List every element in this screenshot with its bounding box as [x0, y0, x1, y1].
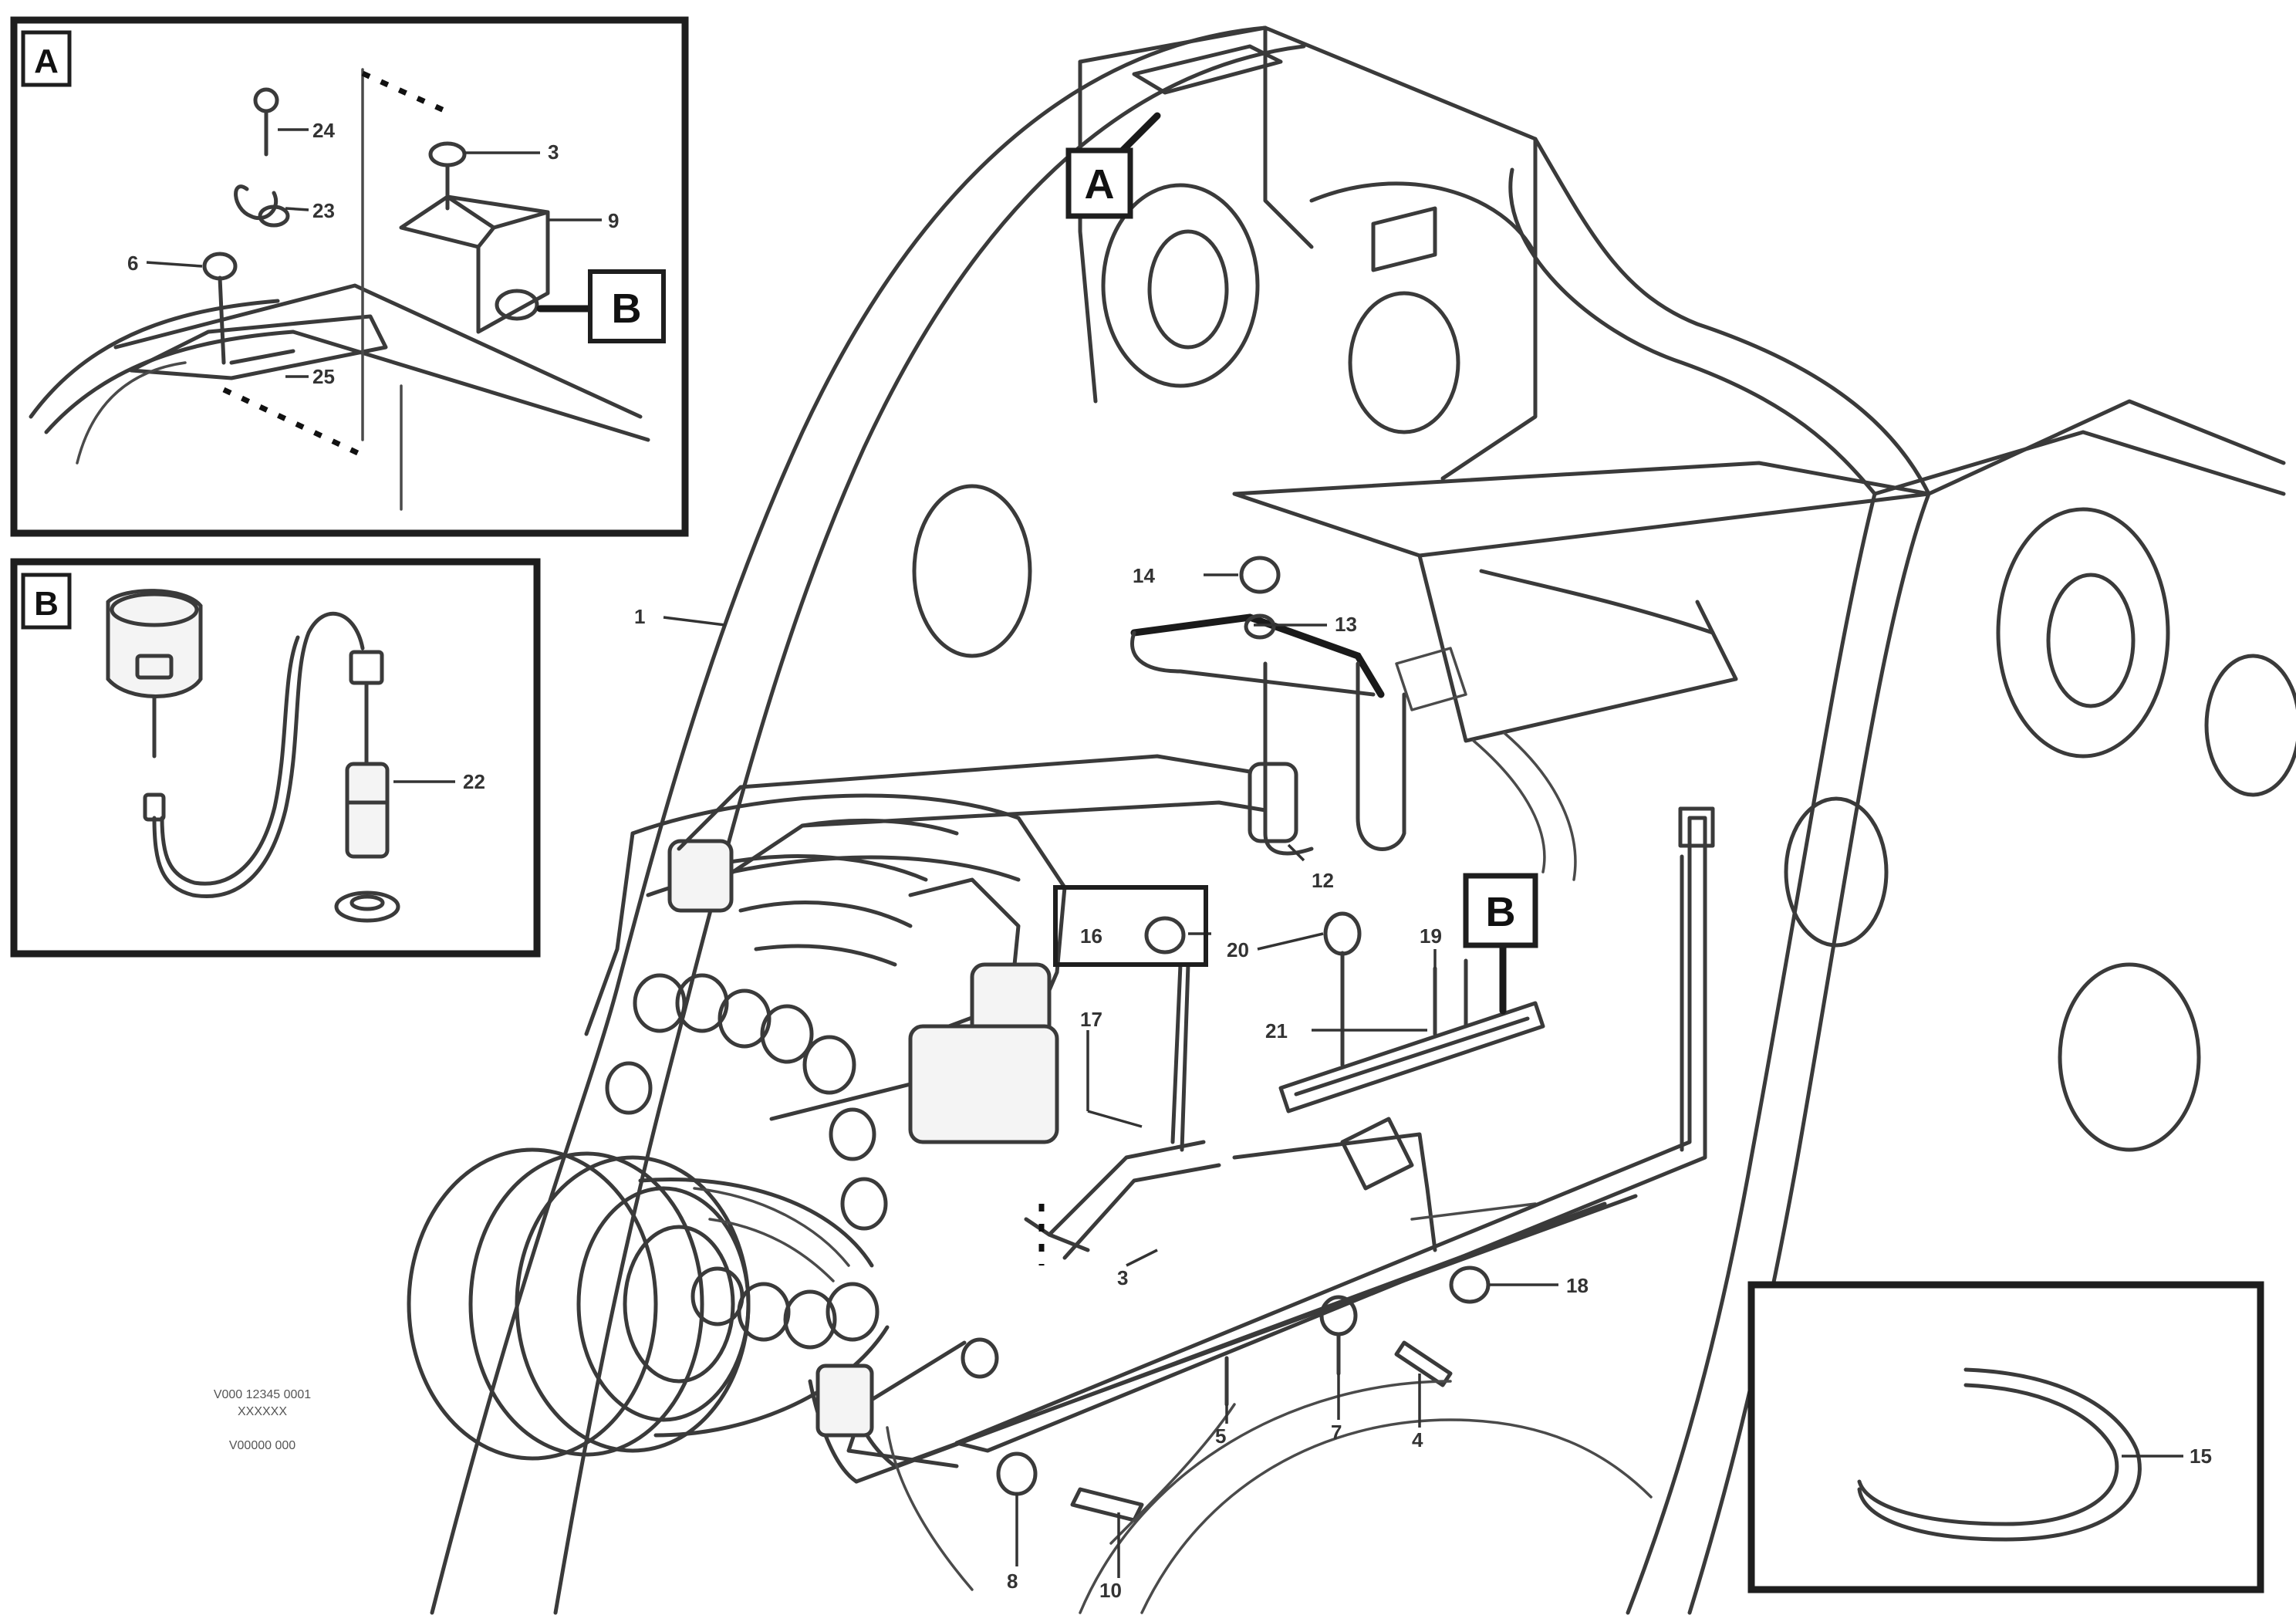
- callout-4: 4: [1412, 1428, 1423, 1451]
- callout-14: 14: [1133, 564, 1155, 587]
- tag-b-main: B: [1463, 873, 1538, 948]
- callout-20: 20: [1227, 938, 1249, 961]
- callout-16: 16: [1080, 924, 1102, 948]
- callout-25: 25: [312, 365, 335, 388]
- callout-10: 10: [1099, 1579, 1122, 1602]
- drawing-code-line1: V000 12345 0001: [214, 1388, 311, 1401]
- detail-a-panel: A: [10, 16, 689, 537]
- callout-numbers: 1 14 13 12 16 20 19 21 17 3 18 5 7 4 8 1…: [634, 564, 1589, 1602]
- callout-23: 23: [312, 199, 335, 222]
- main-assembly-drawing: [407, 25, 2296, 1615]
- callout-7: 7: [1331, 1421, 1342, 1444]
- callout-1: 1: [634, 605, 645, 628]
- tag-a-main: A: [1065, 147, 1133, 219]
- drawing-code-line3: V00000 000: [229, 1439, 295, 1452]
- callout-leaders: [663, 112, 1558, 1578]
- callout-6: 6: [127, 252, 138, 275]
- callout-24: 24: [312, 119, 335, 142]
- callout-5: 5: [1215, 1424, 1226, 1448]
- callout-19: 19: [1420, 924, 1442, 948]
- detail-clip-panel: 15: [1747, 1281, 2264, 1593]
- drawing-code-line2: XXXXXX: [238, 1405, 287, 1418]
- boxed-callout-16: [1053, 885, 1208, 967]
- callout-9: 9: [608, 209, 619, 232]
- tag-a-main-label: A: [1085, 161, 1115, 208]
- callout-15: 15: [2190, 1445, 2212, 1468]
- callout-22: 22: [463, 770, 485, 793]
- callout-8: 8: [1007, 1570, 1018, 1593]
- detail-a-b-tag: B: [612, 286, 642, 332]
- tag-b-main-label: B: [1486, 889, 1516, 935]
- callout-3-detail: 3: [548, 140, 559, 164]
- detail-b-panel: B 22: [10, 558, 541, 958]
- detail-a-tag: A: [34, 42, 59, 80]
- callout-13: 13: [1335, 613, 1357, 636]
- drawing-code-stamp: V000 12345 0001 XXXXXX V00000 000: [214, 1388, 311, 1452]
- callout-18: 18: [1566, 1274, 1589, 1297]
- callout-17: 17: [1080, 1008, 1102, 1031]
- callout-3: 3: [1117, 1266, 1128, 1289]
- callout-12: 12: [1312, 869, 1334, 892]
- detail-b-tag: B: [34, 585, 59, 623]
- callout-21: 21: [1265, 1019, 1288, 1042]
